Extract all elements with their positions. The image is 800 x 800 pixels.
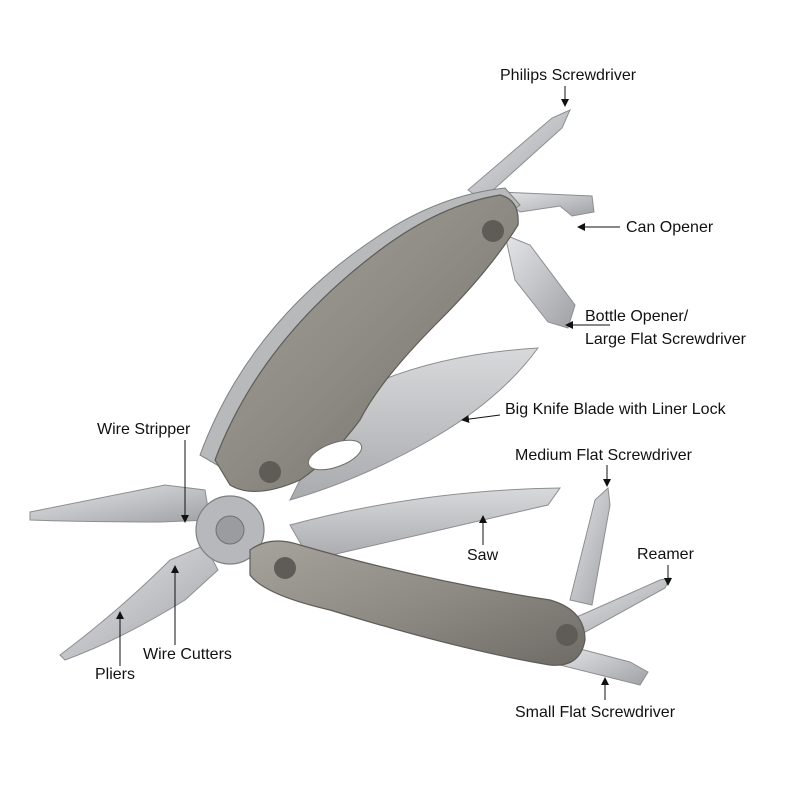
- screw-icon: [274, 557, 296, 579]
- saw-label: Saw: [467, 547, 499, 564]
- pliers-label: Pliers: [95, 666, 136, 683]
- wire-cutters-label: Wire Cutters: [143, 646, 232, 663]
- wire-stripper-label: Wire Stripper: [97, 421, 191, 438]
- medium-flat-screwdriver-label: Medium Flat Screwdriver: [515, 447, 692, 464]
- screw-icon: [482, 220, 504, 242]
- lower-handle: [249, 540, 586, 666]
- reamer-label: Reamer: [637, 546, 694, 563]
- pliers-lower-jaw: [59, 544, 219, 661]
- can-opener-label: Can Opener: [626, 219, 714, 236]
- pivot-screw-icon: [215, 515, 245, 545]
- philips-screwdriver-label: Philips Screwdriver: [500, 67, 637, 84]
- philips-screwdriver-tool: [467, 109, 571, 201]
- knife-blade-tool: [289, 347, 540, 501]
- small-flat-screwdriver-label: Small Flat Screwdriver: [515, 704, 676, 721]
- medium-flat-screwdriver-tool: [569, 486, 611, 606]
- bottle-opener-label-line1: Bottle Opener/: [585, 308, 689, 325]
- screw-icon: [556, 624, 578, 646]
- bottle-opener-label-line2: Large Flat Screwdriver: [585, 331, 746, 348]
- knife-blade-label: Big Knife Blade with Liner Lock: [505, 401, 726, 418]
- saw-tool: [289, 487, 561, 561]
- handle-cutout: [307, 439, 363, 471]
- bottle-opener-tool: [504, 234, 576, 329]
- screw-icon: [259, 461, 281, 483]
- pliers-upper-jaw: [29, 484, 211, 523]
